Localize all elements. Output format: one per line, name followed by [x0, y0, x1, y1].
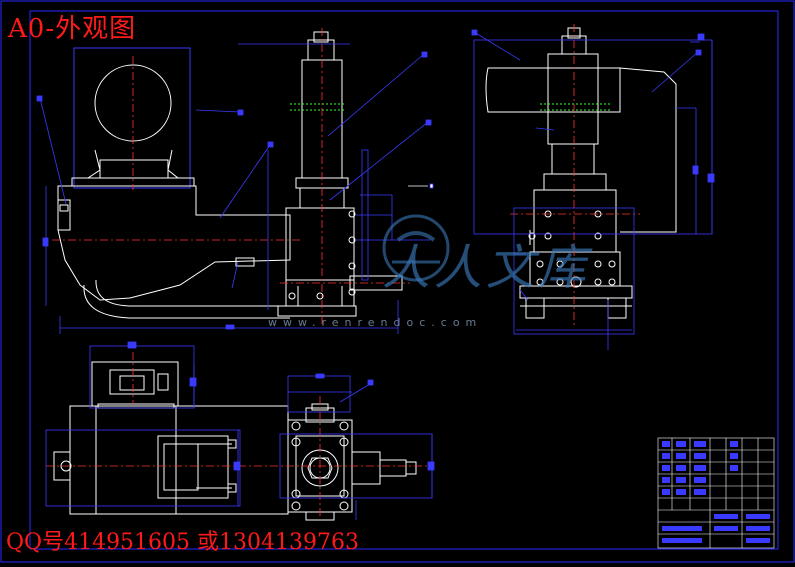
side-view — [485, 27, 677, 319]
drawing-title: A0-外观图 — [8, 14, 137, 44]
plan-view-dimensions — [45, 341, 435, 520]
watermark-brand: 人人文库 — [382, 240, 591, 296]
side-view-dimensions — [471, 29, 715, 350]
front-view-centerlines — [52, 28, 410, 325]
inner-border — [29, 10, 779, 550]
plan-view — [53, 361, 417, 521]
watermark-logo — [382, 214, 450, 282]
title-block-glyphs — [662, 441, 770, 543]
front-view — [57, 31, 403, 319]
side-view-coupling — [540, 103, 612, 111]
side-view-centerlines — [510, 24, 640, 325]
watermark-url: www.renrendoc.com — [268, 316, 483, 329]
front-view-coupling — [290, 103, 346, 111]
title-block — [657, 437, 775, 549]
front-view-dimensions — [36, 43, 434, 334]
contact-info: QQ号414951605 或1304139763 — [6, 530, 360, 555]
